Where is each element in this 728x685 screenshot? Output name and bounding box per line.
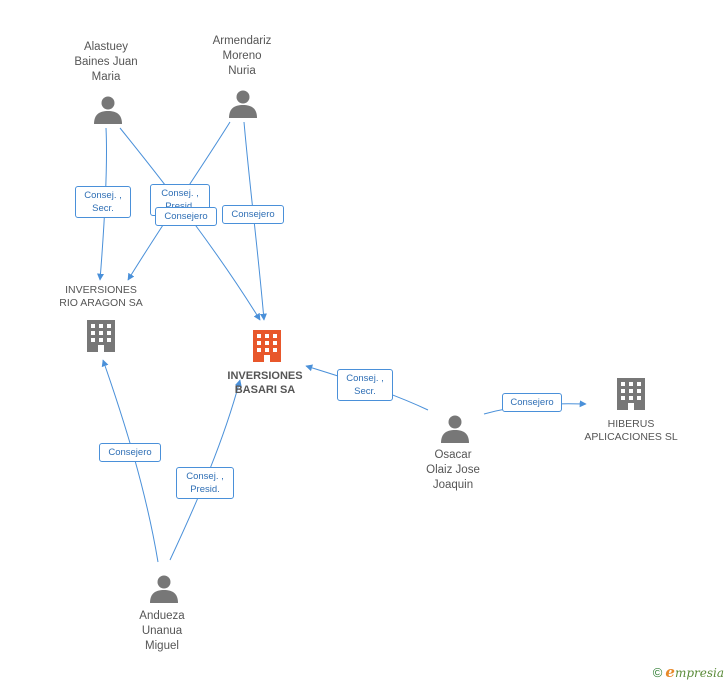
company-label-hiberus[interactable]: HIBERUS APLICACIONES SL — [584, 418, 678, 443]
building-icon-rio-aragon — [87, 320, 115, 352]
person-icon-andueza — [150, 575, 178, 603]
edge-label-osacar-hiberus: Consejero — [502, 393, 562, 412]
edge-label-osacar-basari: Consej. , Secr. — [337, 369, 393, 401]
brand-logo: empresia — [665, 663, 724, 681]
edge-label-alastuey-basari: Consejero — [155, 207, 217, 226]
person-icon-alastuey — [94, 96, 122, 124]
copyright-symbol: © — [652, 665, 663, 680]
company-label-rio-aragon[interactable]: INVERSIONES RIO ARAGON SA — [59, 284, 143, 309]
edge-label-andueza-rio-aragon: Consejero — [99, 443, 161, 462]
person-label-alastuey[interactable]: Alastuey Baines Juan Maria — [74, 41, 138, 83]
person-icon-armendariz — [229, 90, 257, 118]
person-label-osacar[interactable]: Osacar Olaiz Jose Joaquin — [426, 449, 480, 491]
edge-label-armendariz-basari: Consejero — [222, 205, 284, 224]
person-icon-osacar — [441, 415, 469, 443]
company-label-basari[interactable]: INVERSIONES BASARI SA — [227, 370, 303, 396]
person-label-andueza[interactable]: Andueza Unanua Miguel — [139, 610, 185, 652]
edge-label-alastuey-rio-aragon: Consej. , Secr. — [75, 186, 131, 218]
edge-label-andueza-basari: Consej. , Presid. — [176, 467, 234, 499]
person-label-armendariz[interactable]: Armendariz Moreno Nuria — [212, 35, 272, 77]
brand-footer[interactable]: ©empresia — [653, 663, 724, 681]
building-icon-basari — [253, 330, 281, 362]
building-icon-hiberus — [617, 378, 645, 410]
